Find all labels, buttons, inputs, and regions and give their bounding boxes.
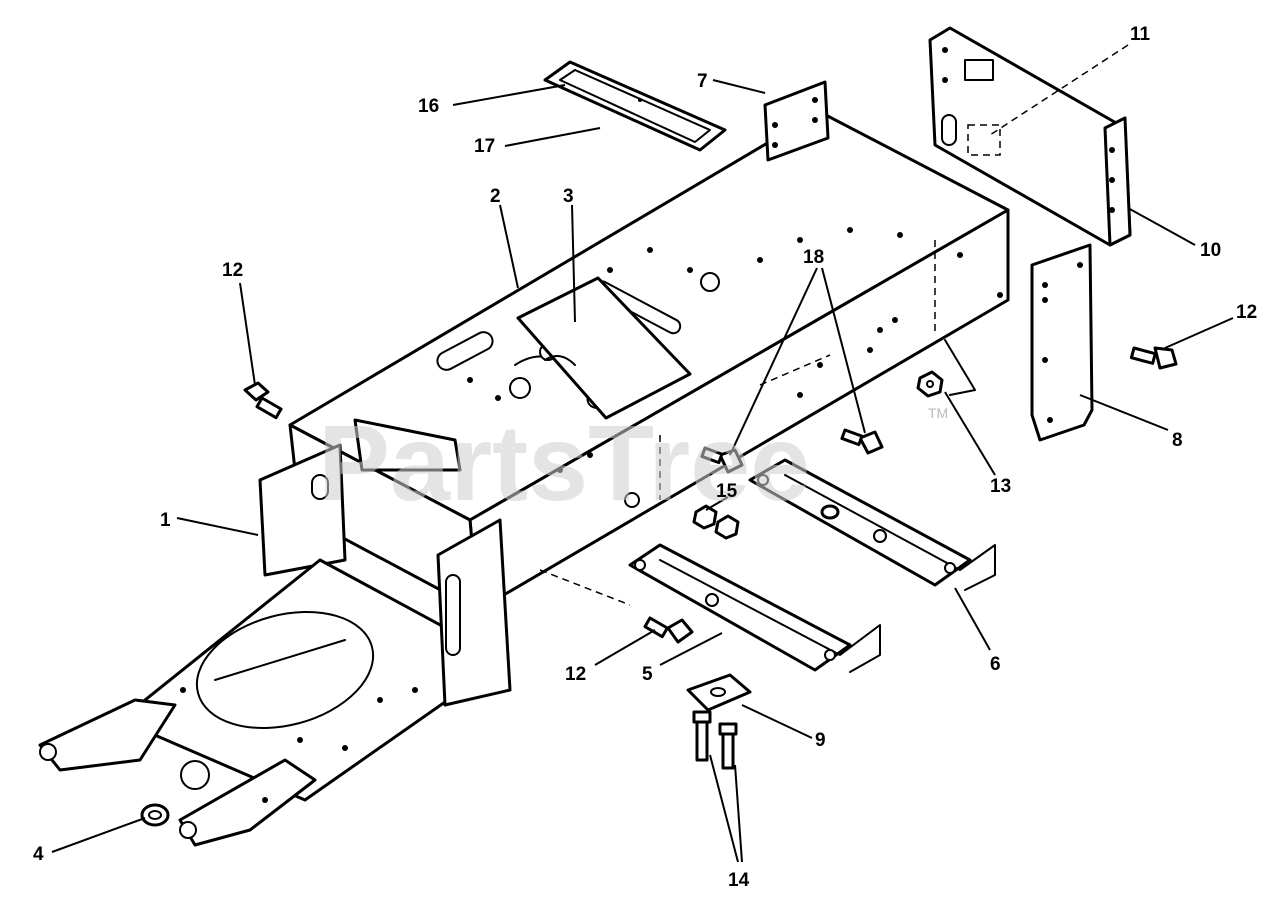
callout-7: 7 <box>697 71 708 92</box>
callout-11: 11 <box>1130 24 1151 45</box>
hitch-plate-part-10 <box>928 26 1132 247</box>
bolt-part-18-left <box>700 446 744 474</box>
bolt-part-18-right <box>840 428 884 455</box>
bolt-part-12-lower <box>643 616 694 644</box>
callout-8: 8 <box>1172 430 1183 451</box>
callout-18: 18 <box>803 247 824 268</box>
watermark-trademark: TM <box>928 405 948 421</box>
nuts-part-15 <box>692 504 740 540</box>
watermark: PartsTree TM <box>318 402 948 523</box>
rear-bracket-part-6 <box>748 458 996 591</box>
callout-2: 2 <box>490 186 501 207</box>
plate-part-9 <box>686 673 752 712</box>
side-bracket-part-7 <box>763 80 830 162</box>
nut-part-13 <box>916 370 944 398</box>
callout-6: 6 <box>990 654 1001 675</box>
bolts-part-14 <box>692 710 738 770</box>
callout-5: 5 <box>642 664 653 685</box>
callout-16: 16 <box>418 96 439 117</box>
callout-12-lower: 12 <box>565 664 586 685</box>
callout-15: 15 <box>716 481 738 502</box>
callout-4: 4 <box>33 844 44 865</box>
bolt-part-12-right <box>1129 346 1178 370</box>
bolt-part-12-left <box>243 381 283 420</box>
side-bracket-part-8 <box>1030 243 1094 442</box>
callout-12-right: 12 <box>1236 302 1257 323</box>
callout-9: 9 <box>815 730 826 751</box>
callout-12-left: 12 <box>222 260 243 281</box>
cover-plate-part-16-17 <box>543 60 727 152</box>
plate-part-3 <box>516 276 692 420</box>
hidden-lines <box>539 240 976 606</box>
callout-14: 14 <box>728 870 750 891</box>
callout-13: 13 <box>990 476 1011 497</box>
spacer-part-4 <box>140 803 170 827</box>
decal-part-11 <box>967 124 1001 156</box>
leader-lines <box>51 44 1234 863</box>
callout-10: 10 <box>1200 240 1221 261</box>
callout-17: 17 <box>474 136 495 157</box>
front-frame-part <box>38 418 512 847</box>
callout-3: 3 <box>563 186 574 207</box>
rear-bracket-part-5 <box>628 543 881 673</box>
watermark-text: PartsTree <box>318 402 810 523</box>
callout-labels: 1 2 3 4 5 6 7 8 9 10 11 12 12 12 13 14 1… <box>33 24 1257 891</box>
callout-1: 1 <box>160 510 171 531</box>
